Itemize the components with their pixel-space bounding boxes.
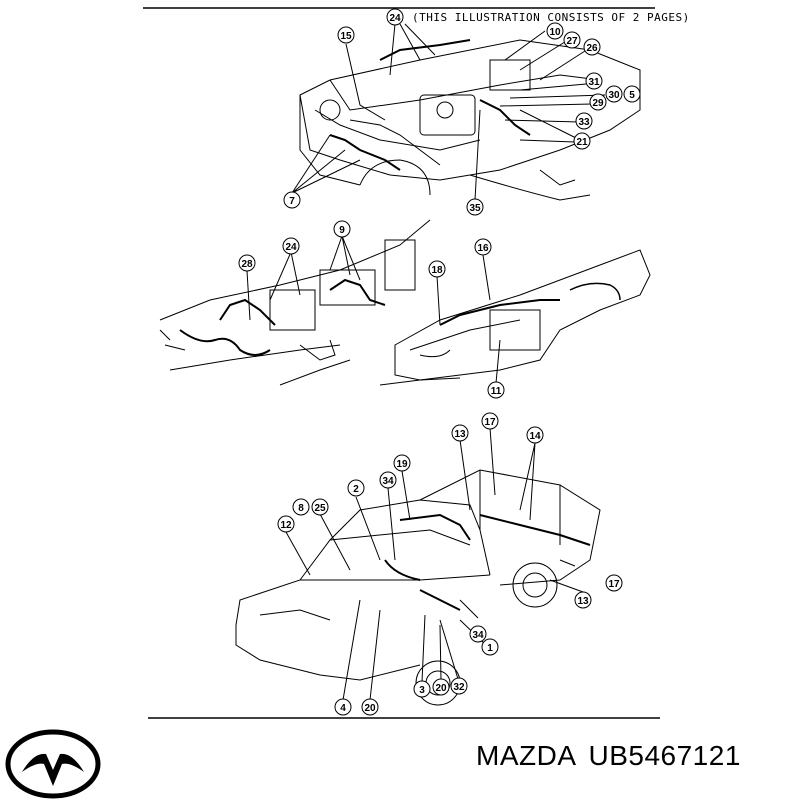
svg-text:30: 30 [608,90,620,101]
svg-text:32: 32 [453,682,465,693]
svg-text:25: 25 [314,503,326,514]
instrument-panel-illustration [379,249,651,386]
callout-13-top: 13 [451,424,469,442]
callout-30: 30 [605,85,623,103]
callout-2: 2 [347,479,365,497]
callout-28: 28 [238,254,256,272]
svg-text:7: 7 [289,196,295,207]
callout-3: 3 [413,680,431,698]
svg-text:24: 24 [389,13,401,24]
callout-29: 29 [589,93,607,111]
callout-27: 27 [563,31,581,49]
callout-7: 7 [283,191,301,209]
callout-21: 21 [573,132,591,150]
callout-10: 10 [546,22,564,40]
callout-8: 8 [292,498,310,516]
callouts [246,23,606,701]
callout-25: 25 [311,498,329,516]
callout-15: 15 [337,26,355,44]
svg-text:21: 21 [576,137,588,148]
svg-text:1: 1 [487,643,493,654]
svg-text:35: 35 [469,203,481,214]
callout-markers: 24 15 10 27 26 31 30 5 29 33 21 35 7 24 … [238,8,641,716]
callout-34-top: 34 [379,471,397,489]
svg-text:4: 4 [340,703,346,714]
svg-text:31: 31 [588,77,600,88]
callout-24-middle: 24 [282,237,300,255]
callout-4: 4 [334,698,352,716]
brand-label: MAZDA UB5467121 [476,740,741,772]
callout-12: 12 [277,515,295,533]
callout-26: 26 [583,38,601,56]
callout-13-bottom: 13 [574,591,592,609]
svg-text:13: 13 [577,596,589,607]
svg-text:8: 8 [298,503,304,514]
callout-18: 18 [428,260,446,278]
svg-text:14: 14 [529,431,541,442]
svg-text:34: 34 [472,630,484,641]
callout-34-bottom: 34 [469,625,487,643]
svg-text:18: 18 [431,265,443,276]
svg-text:27: 27 [566,36,578,47]
callout-9: 9 [333,220,351,238]
callout-1: 1 [481,638,499,656]
svg-text:26: 26 [586,43,598,54]
engine-bay-illustration [299,39,641,201]
svg-text:24: 24 [285,242,297,253]
callout-14: 14 [526,426,544,444]
svg-text:34: 34 [382,476,394,487]
svg-text:20: 20 [435,683,447,694]
callout-35: 35 [466,198,484,216]
callout-20-right: 20 [432,678,450,696]
svg-text:33: 33 [578,117,590,128]
callout-16: 16 [474,238,492,256]
svg-text:17: 17 [608,579,620,590]
part-number: UB5467121 [588,740,741,771]
callout-17-top: 17 [481,412,499,430]
svg-text:2: 2 [353,484,359,495]
callout-20-left: 20 [361,698,379,716]
illustration-note: (THIS ILLUSTRATION CONSISTS OF 2 PAGES) [412,11,690,24]
svg-text:12: 12 [280,520,292,531]
mazda-logo-icon [5,729,101,799]
svg-text:16: 16 [477,243,489,254]
truck-body-illustration [235,469,601,706]
svg-text:19: 19 [396,459,408,470]
svg-text:29: 29 [592,98,604,109]
callout-11: 11 [487,381,505,399]
svg-text:3: 3 [419,685,425,696]
svg-text:15: 15 [340,31,352,42]
callout-24-top: 24 [386,8,404,26]
callout-5: 5 [623,85,641,103]
callout-31: 31 [585,72,603,90]
svg-text:9: 9 [339,225,345,236]
svg-text:17: 17 [484,417,496,428]
brand-name: MAZDA [476,740,577,771]
svg-text:5: 5 [629,90,635,101]
svg-text:10: 10 [549,27,561,38]
callout-33: 33 [575,112,593,130]
callout-17-bottom: 17 [605,574,623,592]
callout-32: 32 [450,677,468,695]
svg-text:11: 11 [491,386,502,397]
svg-text:20: 20 [364,703,376,714]
svg-text:28: 28 [241,259,253,270]
callout-19: 19 [393,454,411,472]
dashboard-harness-illustration [159,219,431,386]
svg-text:13: 13 [454,429,466,440]
